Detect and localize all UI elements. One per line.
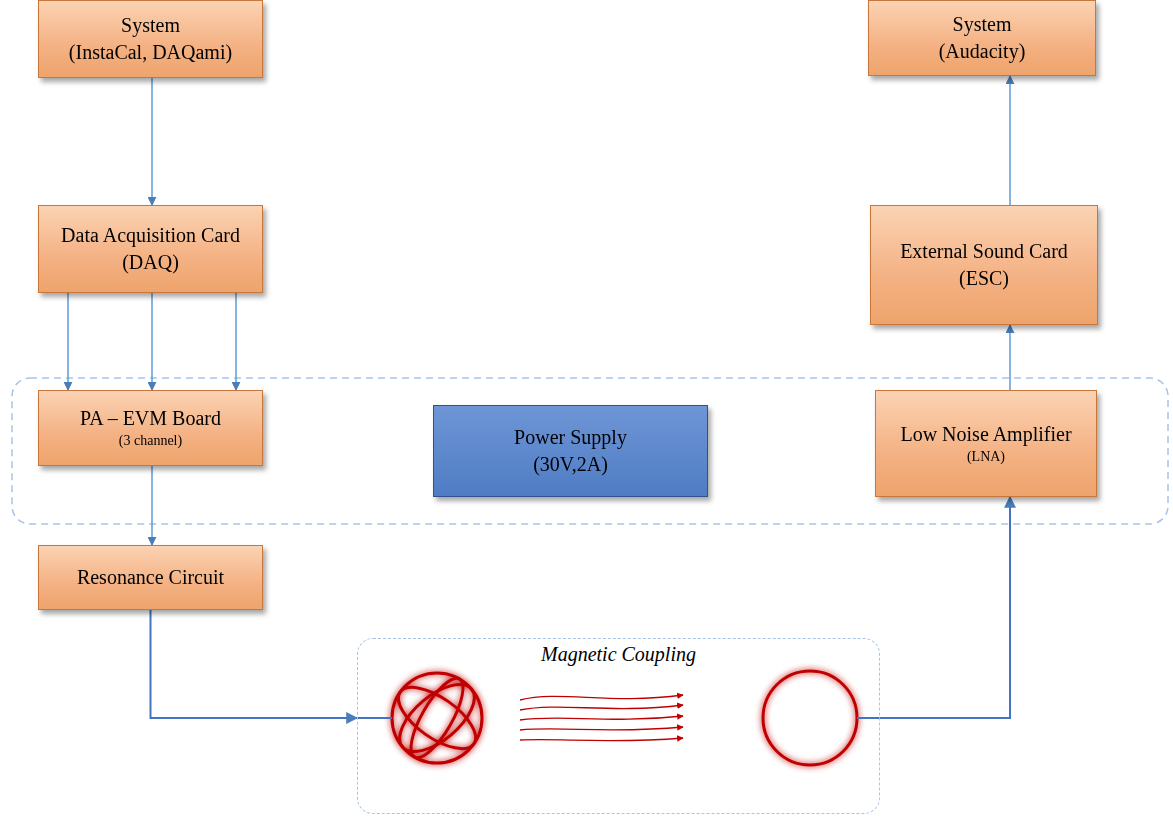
- software-box: System(InstaCal, DAQami): [38, 0, 263, 78]
- node-subtitle: (LNA): [967, 448, 1005, 467]
- software-box: System(Audacity): [868, 0, 1096, 76]
- field-line: [520, 738, 683, 741]
- connector-arrow: [880, 497, 1010, 718]
- field-line: [520, 716, 683, 720]
- lna-box: Low Noise Amplifier(LNA): [875, 390, 1097, 497]
- coil-lead: [857, 717, 880, 719]
- node-subtitle: (DAQ): [122, 249, 179, 276]
- node-title: Data Acquisition Card: [61, 222, 240, 249]
- daq-box: Data Acquisition Card(DAQ): [38, 205, 263, 293]
- node-subtitle: (3 channel): [119, 432, 182, 451]
- resonance-box: Resonance Circuit: [38, 545, 263, 610]
- node-subtitle: (Audacity): [939, 38, 1026, 65]
- tx-coil-ring: [402, 672, 473, 765]
- node-title: System: [121, 12, 180, 39]
- connector-arrow: [235, 293, 237, 390]
- coil-lead: [358, 717, 392, 719]
- power-supply-box: Power Supply(30V,2A): [433, 405, 708, 497]
- node-title: PA – EVM Board: [80, 405, 221, 432]
- sound-card-box: External Sound Card(ESC): [870, 205, 1098, 325]
- node-title: External Sound Card: [900, 238, 1068, 265]
- node-subtitle: (InstaCal, DAQami): [69, 39, 232, 66]
- rx-coil: [763, 671, 857, 765]
- coupling-region: Magnetic Coupling: [357, 638, 880, 814]
- connector-arrow: [151, 293, 153, 390]
- board-group-outline: [12, 378, 1168, 524]
- node-subtitle: (ESC): [959, 265, 1009, 292]
- field-line: [520, 695, 683, 700]
- connector-arrow: [151, 78, 153, 205]
- connector-arrow: [67, 293, 69, 390]
- node-title: Low Noise Amplifier: [900, 421, 1071, 448]
- node-title: Power Supply: [514, 424, 627, 451]
- connector-arrow: [151, 610, 358, 718]
- amplifier-board-box: PA – EVM Board(3 channel): [38, 390, 263, 466]
- node-title: Magnetic Coupling: [537, 641, 700, 668]
- connector-arrow: [151, 466, 153, 545]
- node-title: System: [953, 11, 1012, 38]
- field-line: [520, 727, 683, 730]
- connector-arrow: [1009, 325, 1011, 390]
- node-subtitle: (30V,2A): [533, 451, 608, 478]
- node-title: Resonance Circuit: [77, 564, 224, 591]
- tx-coil-ring: [388, 672, 485, 764]
- connector-arrow: [1009, 76, 1011, 205]
- field-line: [520, 705, 683, 710]
